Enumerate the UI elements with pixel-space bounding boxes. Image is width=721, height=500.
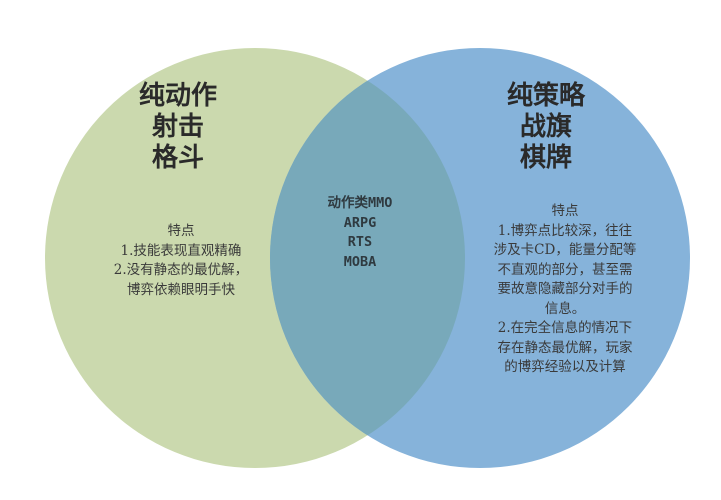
right-title-line-2: 战旗 bbox=[519, 112, 572, 142]
left-feature-line-2: 2.没有静态的最优解， bbox=[113, 262, 249, 278]
overlap-genre-3: RTS bbox=[347, 234, 373, 250]
left-title-line-2: 射击 bbox=[151, 112, 204, 142]
right-feature-line-3: 不直观的部分，甚至需 bbox=[497, 261, 633, 278]
left-title: 纯动作 射击 格斗 bbox=[118, 81, 238, 174]
overlap-genre-4: MOBA bbox=[343, 253, 377, 270]
right-feature-line-4: 要故意隐藏部分对手的 bbox=[497, 281, 633, 297]
left-title-line-1: 纯动作 bbox=[138, 81, 217, 111]
overlap-region bbox=[270, 48, 465, 468]
right-features: 特点 1.博弈点比较深，往往 涉及卡CD，能量分配等 不直观的部分，甚至需 要故… bbox=[480, 202, 650, 378]
right-feature-line-6: 2.在完全信息的情况下 bbox=[497, 320, 633, 336]
left-feature-line-3: 博弈依赖眼明手快 bbox=[127, 281, 235, 298]
overlap-genre-1: 动作类MMO bbox=[327, 195, 393, 211]
right-feature-line-5: 信息。 bbox=[544, 300, 586, 317]
right-title-line-3: 棋牌 bbox=[519, 143, 572, 173]
overlap-genres: 动作类MMO ARPG RTS MOBA bbox=[305, 194, 415, 272]
right-feature-line-2: 涉及卡CD，能量分配等 bbox=[493, 242, 637, 258]
right-features-heading: 特点 bbox=[551, 203, 579, 219]
right-feature-line-8: 的博弈经验以及计算 bbox=[504, 359, 626, 375]
right-title: 纯策略 战旗 棋牌 bbox=[486, 81, 606, 174]
left-feature-line-1: 1.技能表现直观精确 bbox=[120, 242, 242, 259]
right-feature-line-1: 1.博弈点比较深，往往 bbox=[497, 222, 633, 239]
left-title-line-3: 格斗 bbox=[151, 143, 204, 173]
left-features: 特点 1.技能表现直观精确 2.没有静态的最优解， 博弈依赖眼明手快 bbox=[96, 222, 266, 300]
overlap-genre-2: ARPG bbox=[343, 214, 377, 231]
left-features-heading: 特点 bbox=[167, 223, 195, 239]
right-feature-line-7: 存在静态最优解，玩家 bbox=[497, 339, 633, 356]
right-title-line-1: 纯策略 bbox=[506, 81, 585, 111]
